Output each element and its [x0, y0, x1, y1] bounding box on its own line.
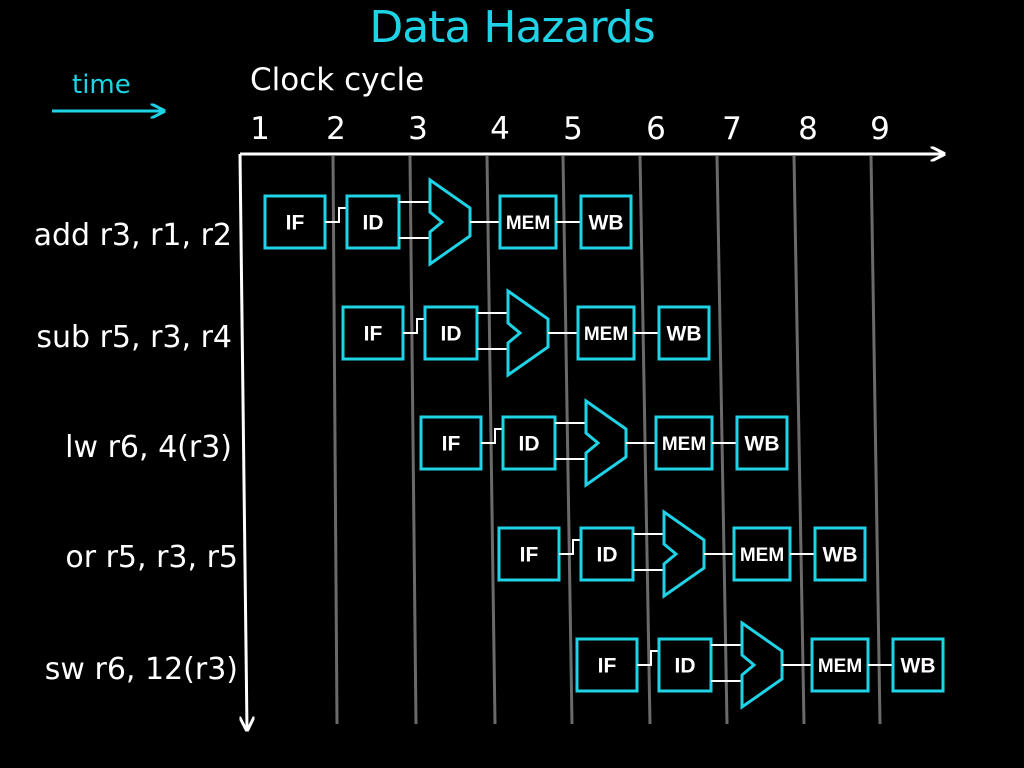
id-stage-box: [657, 637, 713, 693]
pipeline-row: IF ID MEM WB: [341, 288, 711, 378]
cycle-label-7: 7: [722, 111, 742, 147]
instruction-axis: [238, 153, 247, 730]
id-stage-label: ID: [441, 323, 462, 346]
mem-stage-label: MEM: [740, 545, 784, 566]
cycle-label-3: 3: [408, 111, 428, 147]
wb-stage-box: [735, 415, 789, 471]
cycle-gridline: [638, 155, 652, 725]
cycle-gridline: [331, 155, 339, 725]
wb-stage-label: WB: [823, 544, 858, 567]
mem-stage-label: MEM: [662, 434, 706, 455]
wb-stage-box: [891, 637, 945, 693]
cycle-label-9: 9: [870, 111, 890, 147]
cycle-gridline: [715, 155, 729, 725]
pipeline-row: IF ID MEM WB: [263, 177, 633, 267]
if-stage-label: IF: [520, 544, 539, 567]
alu-icon: [740, 620, 784, 710]
mem-stage-label: MEM: [584, 324, 628, 345]
if-stage-label: IF: [598, 655, 617, 678]
cycle-gridline: [485, 155, 497, 725]
if-stage-label: IF: [286, 212, 305, 235]
wb-stage-label: WB: [589, 212, 624, 235]
cycle-gridline: [408, 155, 418, 725]
time-label: time: [72, 70, 131, 100]
clock-cycle-label: Clock cycle: [250, 62, 425, 98]
cycle-gridline: [792, 155, 806, 725]
wb-stage-box: [657, 305, 711, 361]
page-title: Data Hazards: [369, 2, 655, 53]
alu-icon: [506, 288, 550, 378]
id-stage-label: ID: [519, 433, 540, 456]
instruction-label: add r3, r1, r2: [33, 218, 232, 253]
instruction-label: sw r6, 12(r3): [44, 652, 238, 687]
id-stage-label: ID: [597, 544, 618, 567]
instruction-label: or r5, r3, r5: [65, 540, 238, 575]
instruction-label: sub r5, r3, r4: [36, 320, 232, 355]
id-stage-box: [345, 194, 401, 250]
cycle-label-5: 5: [563, 111, 583, 147]
instruction-label: lw r6, 4(r3): [65, 430, 232, 465]
alu-icon: [428, 177, 472, 267]
if-stage-label: IF: [364, 323, 383, 346]
if-stage-label: IF: [442, 433, 461, 456]
cycle-label-2: 2: [326, 111, 346, 147]
pipeline-row: IF ID MEM WB: [575, 620, 945, 710]
pipeline-row: IF ID MEM WB: [497, 509, 867, 599]
cycle-label-4: 4: [490, 111, 510, 147]
wb-stage-label: WB: [745, 433, 780, 456]
cycle-gridline: [561, 155, 574, 725]
pipeline-row: IF ID MEM WB: [419, 398, 789, 488]
wb-stage-label: WB: [901, 655, 936, 678]
alu-icon: [662, 509, 706, 599]
mem-stage-label: MEM: [506, 213, 550, 234]
cycle-gridlines: [331, 155, 882, 725]
id-stage-box: [501, 415, 557, 471]
id-stage-label: ID: [363, 212, 384, 235]
wb-stage-label: WB: [667, 323, 702, 346]
cycle-label-6: 6: [646, 111, 666, 147]
cycle-gridline: [869, 155, 882, 725]
id-stage-box: [579, 526, 635, 582]
cycle-label-8: 8: [798, 111, 818, 147]
id-stage-box: [423, 305, 479, 361]
alu-icon: [584, 398, 628, 488]
id-stage-label: ID: [675, 655, 696, 678]
wb-stage-box: [579, 194, 633, 250]
wb-stage-box: [813, 526, 867, 582]
cycle-label-1: 1: [250, 111, 270, 147]
mem-stage-label: MEM: [818, 656, 862, 677]
